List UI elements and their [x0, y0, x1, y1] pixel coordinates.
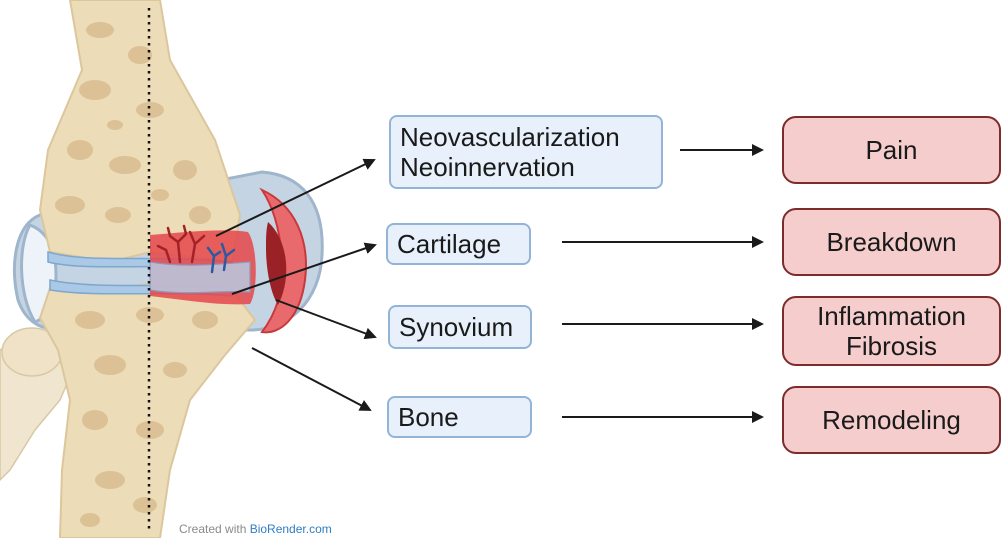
femur	[40, 0, 240, 262]
label-bone-text: Bone	[398, 402, 530, 432]
biorender-credit: Created with BioRender.com	[179, 522, 332, 536]
label-synovium-text: Synovium	[399, 312, 530, 342]
outcome-fibrosis-text: Fibrosis	[846, 331, 937, 361]
label-bone: Bone	[387, 396, 532, 438]
outcome-pain-text: Pain	[865, 135, 917, 165]
label-cartilage-text: Cartilage	[397, 229, 529, 259]
arrow-bone-to-bone	[252, 348, 370, 410]
outcome-remodeling: Remodeling	[782, 386, 1001, 454]
outcome-inflammation-fibrosis: Inflammation Fibrosis	[782, 296, 1001, 366]
label-synovium: Synovium	[388, 305, 532, 349]
damaged-cartilage	[150, 262, 250, 293]
label-cartilage: Cartilage	[386, 223, 531, 265]
outcome-inflammation-text: Inflammation	[817, 301, 966, 331]
label-neoinnervation: Neoinnervation	[400, 152, 661, 182]
credit-brand-link[interactable]: BioRender.com	[250, 522, 332, 536]
label-vascular: Neovascularization Neoinnervation	[389, 115, 663, 189]
credit-prefix: Created with	[179, 522, 250, 536]
outcome-pain: Pain	[782, 116, 1001, 184]
outcome-remodeling-text: Remodeling	[822, 405, 961, 435]
outcome-breakdown-text: Breakdown	[826, 227, 956, 257]
label-neovascularization: Neovascularization	[400, 122, 661, 152]
outcome-breakdown: Breakdown	[782, 208, 1001, 276]
